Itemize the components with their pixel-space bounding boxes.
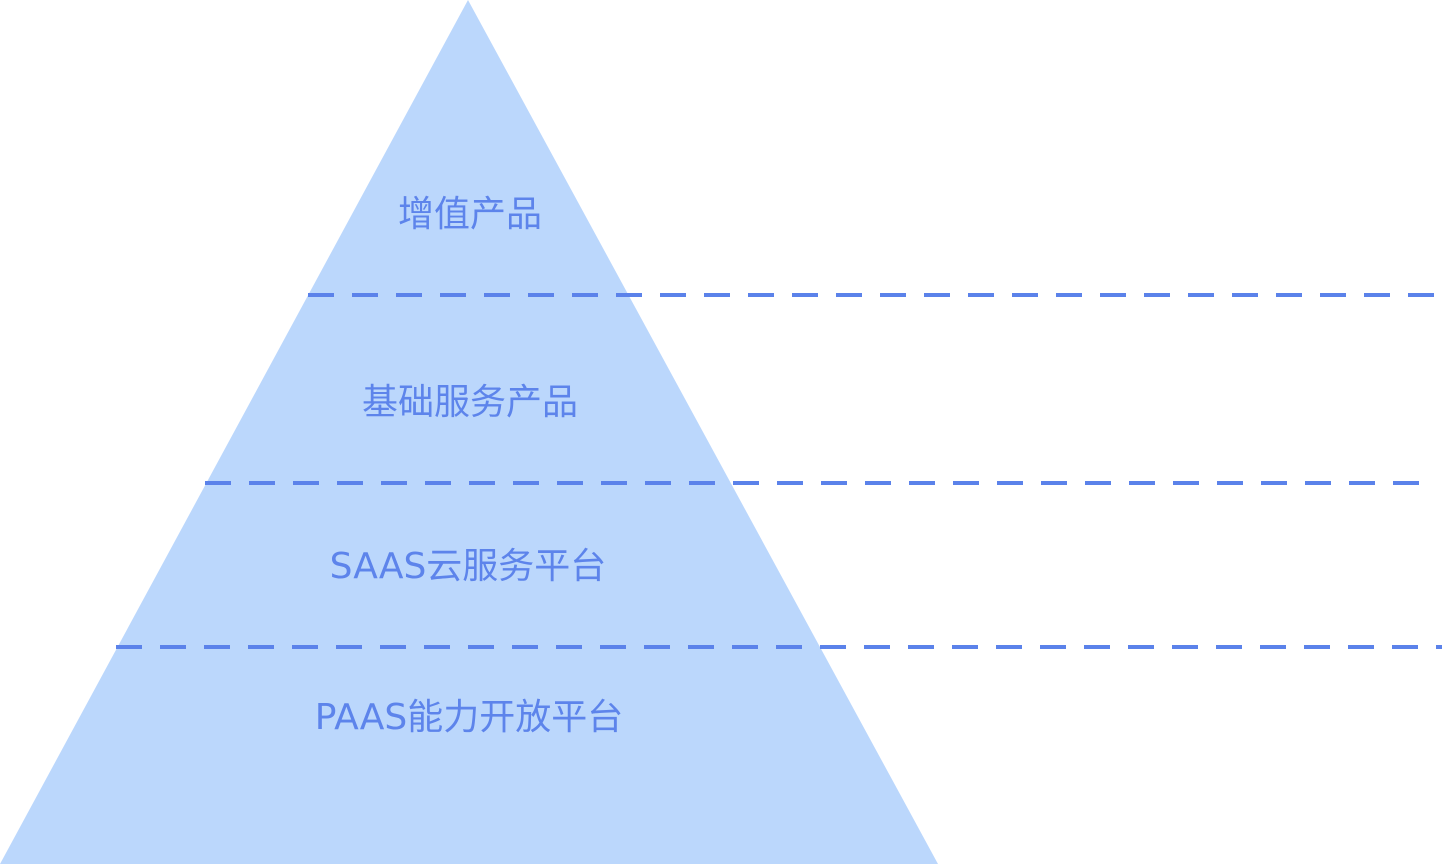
tier-label-value-added-products: 增值产品 [398, 194, 542, 235]
tier-label-saas-cloud-platform: SAAS云服务平台 [330, 546, 607, 587]
tier-label-basic-service-products: 基础服务产品 [362, 382, 578, 423]
tier-label-paas-open-platform: PAAS能力开放平台 [315, 697, 624, 738]
